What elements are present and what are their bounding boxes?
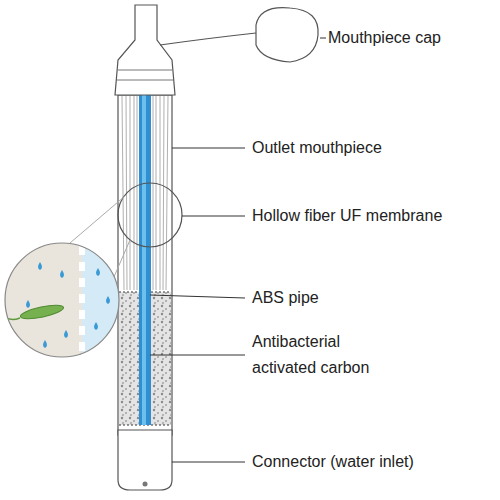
membrane-pores	[79, 246, 85, 351]
leader-line	[172, 462, 245, 463]
cap-ridge	[117, 80, 173, 81]
pore-mark	[79, 278, 85, 287]
fiber-line	[160, 96, 161, 290]
leader-line	[182, 216, 245, 217]
pore-mark	[79, 342, 85, 351]
leader-lines	[150, 38, 326, 462]
pore-mark	[79, 310, 85, 319]
mouthpiece-cap	[256, 8, 318, 62]
leader-line	[320, 38, 326, 39]
bacterium-body	[19, 303, 64, 322]
part-label: Antibacterial activated carbon	[252, 329, 392, 381]
bacterium-tail	[4, 316, 20, 320]
abs-pipe	[139, 40, 151, 425]
pipe-highlight	[142, 40, 146, 425]
fiber-line	[130, 96, 131, 290]
water-drop	[64, 330, 68, 338]
zoom-circle	[5, 243, 119, 357]
fiber-line	[122, 96, 124, 290]
cap-strap	[160, 33, 256, 45]
pore-mark	[79, 294, 85, 303]
part-label: Outlet mouthpiece	[252, 135, 492, 161]
fiber-line	[134, 96, 135, 290]
zoom-outside	[0, 240, 82, 360]
leader-line	[172, 148, 245, 149]
water-drop	[26, 300, 30, 308]
bacterium	[4, 303, 65, 322]
part-label: ABS pipe	[252, 285, 492, 311]
leader-line	[150, 295, 245, 298]
zoom-view	[0, 240, 142, 360]
fiber-line	[166, 96, 168, 290]
pore-mark	[79, 326, 85, 335]
zoom-inside	[82, 240, 142, 360]
pore-mark	[79, 262, 85, 271]
cap-ridge	[118, 70, 172, 71]
part-label: Connector (water inlet)	[252, 449, 492, 475]
part-label: Hollow fiber UF membrane	[252, 203, 492, 229]
water-drop	[60, 270, 64, 278]
water-drop	[94, 322, 98, 330]
water-drop	[43, 340, 47, 348]
water-drops	[26, 262, 110, 348]
magnifier-circle	[118, 183, 182, 247]
fiber-line	[156, 96, 157, 290]
water-drop	[38, 262, 42, 270]
fiber-line	[137, 96, 138, 290]
water-drop	[96, 268, 100, 276]
leader-line	[150, 355, 245, 356]
outlet-mouthpiece	[115, 5, 175, 95]
inlet-hole	[143, 482, 148, 487]
water-drop	[106, 296, 110, 304]
fiber-line	[153, 96, 154, 290]
connector-inlet	[118, 430, 172, 490]
fiber-line	[163, 96, 164, 290]
part-label: Mouthpiece cap	[328, 25, 493, 51]
zoom-guide	[70, 196, 125, 243]
